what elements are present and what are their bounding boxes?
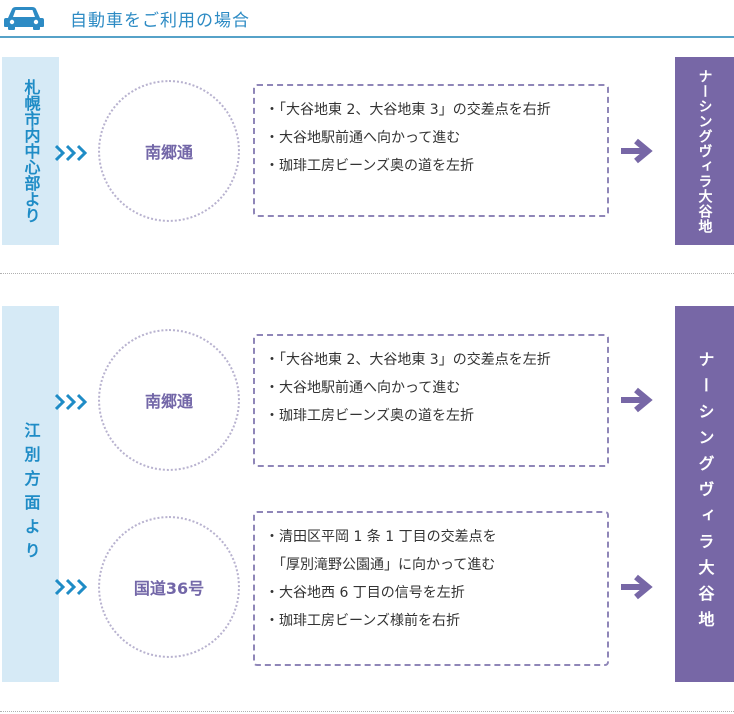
road-name: 南郷通 — [144, 143, 193, 162]
chevron-icon — [55, 578, 89, 596]
car-icon — [4, 7, 44, 30]
direction-step: ・珈琲工房ビーンズ奥の道を左折 — [265, 158, 475, 174]
destination-label: ナーシングヴィラ大谷地 — [675, 57, 734, 245]
directions-box: ・「大谷地東 2、大谷地東 3」の交差点を右折 ・大谷地駅前通へ向かって進む ・… — [253, 84, 609, 217]
direction-step: 「厚別滝野公園通」に向かって進む — [265, 557, 496, 573]
road-circle: 南郷通 — [98, 329, 240, 471]
direction-step: ・大谷地西 6 丁目の信号を左折 — [265, 585, 465, 601]
arrow-right-icon — [621, 387, 653, 413]
section-divider — [0, 273, 734, 274]
section-header: 自動車をご利用の場合 — [0, 0, 734, 38]
directions-box: ・「大谷地東 2、大谷地東 3」の交差点を左折 ・大谷地駅前通へ向かって進む ・… — [253, 334, 609, 467]
road-circle: 国道36号 — [98, 516, 240, 658]
origin-text: 札幌市内中心部より — [21, 79, 41, 223]
page-title: 自動車をご利用の場合 — [70, 11, 250, 31]
direction-step: ・大谷地駅前通へ向かって進む — [265, 380, 461, 396]
origin-text: 江別方面より — [21, 422, 41, 566]
direction-step: ・「大谷地東 2、大谷地東 3」の交差点を左折 — [265, 352, 551, 368]
directions-box: ・清田区平岡 1 条 1 丁目の交差点を 「厚別滝野公園通」に向かって進む ・大… — [253, 511, 609, 666]
direction-step: ・「大谷地東 2、大谷地東 3」の交差点を右折 — [265, 102, 551, 118]
arrow-right-icon — [621, 574, 653, 600]
direction-step: ・清田区平岡 1 条 1 丁目の交差点を — [265, 529, 497, 545]
origin-label-ebetsu: 江別方面より — [2, 306, 59, 682]
destination-text: ナーシングヴィラ大谷地 — [696, 68, 713, 234]
direction-step: ・大谷地駅前通へ向かって進む — [265, 130, 461, 146]
road-circle: 南郷通 — [98, 80, 240, 222]
section-divider — [0, 711, 734, 712]
road-name: 国道36号 — [133, 579, 205, 598]
chevron-icon — [55, 144, 89, 162]
chevron-icon — [55, 393, 89, 411]
arrow-right-icon — [621, 138, 653, 164]
origin-label-sapporo: 札幌市内中心部より — [2, 57, 59, 245]
direction-step: ・珈琲工房ビーンズ様前を右折 — [265, 613, 461, 629]
destination-label: ナーシングヴィラ大谷地 — [675, 306, 734, 682]
destination-text: ナーシングヴィラ大谷地 — [695, 351, 715, 637]
road-name: 南郷通 — [144, 392, 193, 411]
direction-step: ・珈琲工房ビーンズ奥の道を左折 — [265, 408, 475, 424]
